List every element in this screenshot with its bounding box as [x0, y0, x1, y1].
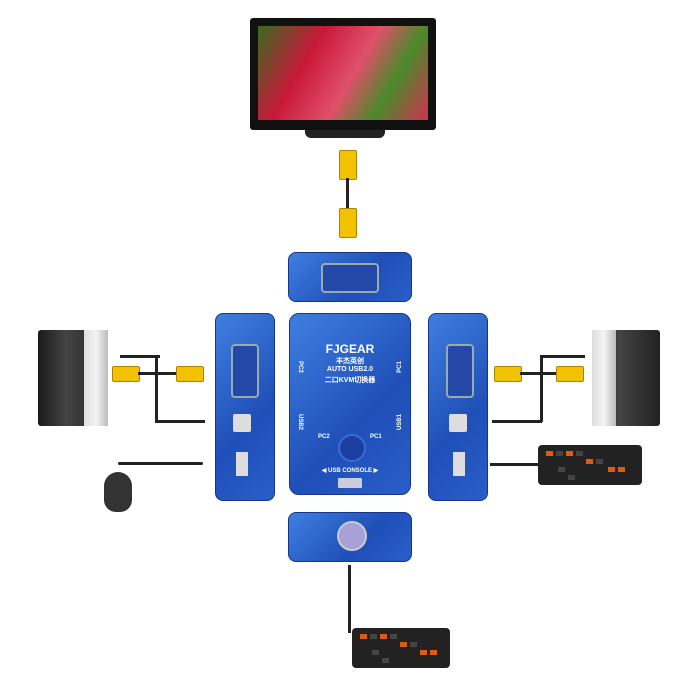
- usb-a-port-keyboard: [453, 452, 465, 476]
- ps2-port-icon: [337, 521, 367, 551]
- vga-plug-right-b: [556, 366, 584, 382]
- usb-a-port-mouse: [236, 452, 248, 476]
- kvm-top-side: [288, 252, 412, 302]
- pc2-port-label: PC2: [296, 361, 303, 373]
- cable-right-vga: [520, 372, 556, 375]
- vga-plug-right-a: [494, 366, 522, 382]
- pc2-led-label: PC2: [318, 434, 330, 440]
- vga-port-pc1: [446, 344, 474, 398]
- keyboard-right-cable: [490, 463, 540, 466]
- vga-plug-bottom: [339, 208, 357, 238]
- monitor-stand: [305, 130, 385, 138]
- usb-b-port-pc2: [233, 414, 251, 432]
- cable-left-usb-b: [155, 420, 205, 423]
- kvm-bottom-side: [288, 512, 412, 562]
- vga-plug-left-b: [176, 366, 204, 382]
- vga-plug-top: [339, 150, 357, 180]
- vga-port-pc2: [231, 344, 259, 398]
- kvm-left-side: [215, 313, 275, 501]
- keyboard-bottom-cable: [348, 565, 351, 633]
- computer-left-front: [84, 330, 108, 426]
- monitor: [250, 18, 436, 130]
- brand-cn-label: 丰杰英创: [336, 358, 364, 365]
- monitor-screen: [258, 26, 428, 120]
- cable-right-usb: [540, 355, 585, 358]
- desc-label: 二口KVM切换器: [324, 377, 376, 384]
- keyboard-bottom: [352, 628, 450, 668]
- mouse: [104, 472, 132, 512]
- kvm-right-side: [428, 313, 488, 501]
- mouse-cable: [118, 462, 203, 465]
- vga-plug-left-a: [112, 366, 140, 382]
- vga-port-icon: [321, 263, 379, 293]
- usb2-port-label: USB2: [297, 413, 304, 431]
- cable-left-usb-down: [155, 355, 158, 420]
- usb-console-label: ◀ USB CONSOLE ▶: [321, 468, 379, 474]
- pc1-port-label: PC1: [397, 361, 404, 373]
- cable-right-usb-b: [492, 420, 542, 423]
- vga-cable: [346, 178, 349, 210]
- computer-right-front: [592, 330, 616, 426]
- pc1-led-label: PC1: [370, 434, 382, 440]
- usb-b-port-pc1: [449, 414, 467, 432]
- keyboard-right: [538, 445, 642, 485]
- computer-right: [592, 330, 660, 426]
- computer-left: [38, 330, 108, 426]
- usb-console-port: [338, 478, 362, 488]
- usb1-port-label: USB1: [396, 413, 403, 431]
- cable-right-usb-down: [540, 355, 543, 422]
- kvm-front: FJGEAR 丰杰英创 AUTO USB2.0 二口KVM切换器 PC2 PC1…: [289, 313, 411, 495]
- cable-left-usb: [120, 355, 160, 358]
- brand-label: FJGEAR: [325, 342, 375, 356]
- switch-button[interactable]: [338, 434, 366, 462]
- model-label: AUTO USB2.0: [326, 366, 374, 373]
